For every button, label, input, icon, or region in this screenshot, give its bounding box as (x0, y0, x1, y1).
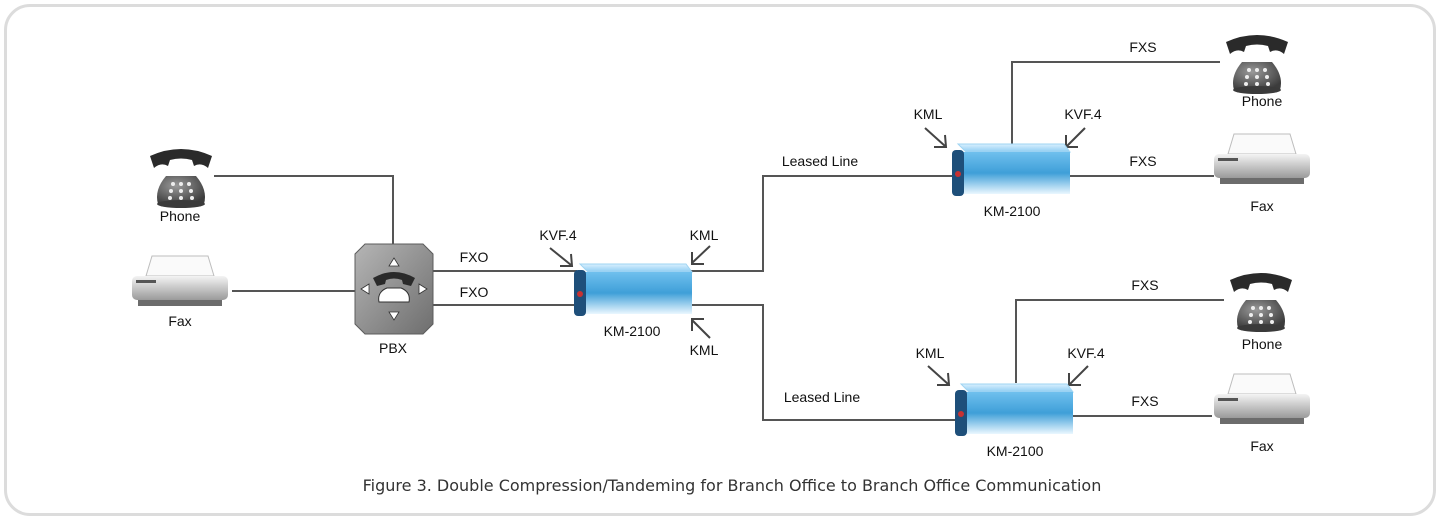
label-leased-line-top: Leased Line (782, 153, 859, 169)
device-km2100-main (573, 263, 693, 317)
label-phone-left: Phone (160, 208, 201, 224)
label-fxs-top-fax: FXS (1129, 153, 1156, 169)
label-kvf-bottom: KVF.4 (1067, 345, 1105, 361)
label-kml-bottom: KML (916, 345, 945, 361)
fax-icon (131, 255, 229, 307)
label-device-bottom: KM-2100 (987, 443, 1044, 459)
label-kml-top: KML (914, 106, 943, 122)
fxs-line-bottom-phone (1015, 299, 1224, 383)
label-phone-bottom: Phone (1242, 336, 1283, 352)
label-device-top: KM-2100 (984, 203, 1041, 219)
label-fxs-bottom-fax: FXS (1131, 393, 1158, 409)
label-kvf-top: KVF.4 (1064, 106, 1102, 122)
label-kml-main-top: KML (690, 227, 719, 243)
pbx-icon (354, 243, 434, 335)
phone-icon-bottom (1230, 273, 1292, 332)
label-fxs-bottom-phone: FXS (1131, 277, 1158, 293)
leased-line-bottom (688, 304, 957, 421)
label-fax-left: Fax (168, 313, 191, 329)
arrow-kml-top (924, 127, 948, 148)
label-fax-top: Fax (1250, 198, 1273, 214)
label-fxs-top-phone: FXS (1129, 39, 1156, 55)
leased-line-top (688, 175, 953, 272)
connection-lines (214, 61, 1224, 421)
label-phone-top: Phone (1242, 93, 1283, 109)
phone-icon (150, 149, 212, 208)
label-fax-bottom: Fax (1250, 438, 1273, 454)
fax-icon-bottom (1213, 373, 1311, 425)
figure-caption: Figure 3. Double Compression/Tandeming f… (363, 476, 1102, 495)
label-leased-line-bottom: Leased Line (784, 389, 861, 405)
arrow-kml-bottom (927, 365, 951, 386)
fxs-line-top-phone (1011, 61, 1220, 145)
arrow-kvf-bottom (1068, 365, 1089, 386)
arrow-kml-main-bottom (691, 318, 711, 339)
arrow-kvf-top (1065, 127, 1086, 148)
phone-to-pbx-line (214, 175, 394, 245)
label-device-main: KM-2100 (604, 323, 661, 339)
device-km2100-bottom (954, 383, 1074, 437)
arrow-kvf-main (549, 247, 574, 267)
pointer-arrows (549, 127, 1089, 386)
figure-frame (4, 4, 1436, 516)
label-fxo-1: FXO (460, 249, 489, 265)
label-kml-main-bottom: KML (690, 342, 719, 358)
arrow-kml-main-top (691, 245, 711, 265)
label-fxo-2: FXO (460, 284, 489, 300)
device-km2100-top (951, 143, 1071, 197)
phone-icon-top (1226, 35, 1288, 94)
label-pbx: PBX (379, 340, 408, 356)
fax-icon-top (1213, 133, 1311, 185)
label-kvf-main: KVF.4 (539, 227, 577, 243)
